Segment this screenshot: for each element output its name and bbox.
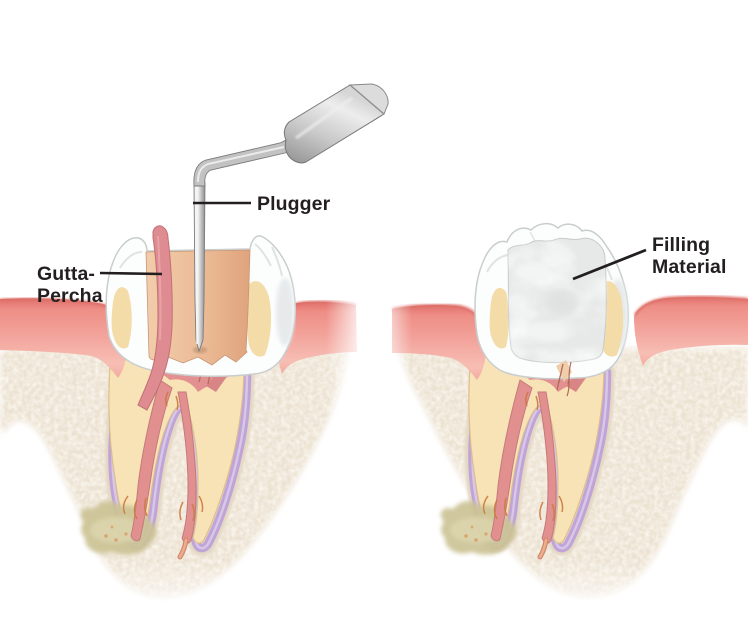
gutta-percha-strand [137, 225, 173, 411]
crown-shading [119, 243, 294, 346]
bottom-fade [0, 560, 748, 640]
plugger-shaft [193, 182, 206, 353]
gutta-percha-leader-line [99, 271, 163, 276]
dentin-shoulders [111, 281, 272, 357]
filling-material-leader-line [572, 248, 647, 281]
pulp-chamber-detail [556, 360, 572, 397]
right-tooth-panel [391, 222, 748, 597]
filling-material-label-line1: Filling [652, 234, 710, 256]
gutta-percha-label-line1: Gutta- [37, 263, 95, 285]
plugger-instrument [193, 83, 389, 354]
plugger-label: Plugger [257, 193, 331, 215]
plugger-tip-shadow [193, 346, 207, 354]
jaw-bone-speckle-dark [0, 349, 348, 598]
plugger-handle [283, 84, 385, 164]
filling-material-shape [507, 237, 607, 364]
left-tooth-panel [0, 83, 389, 598]
gutta-percha-label-line2: Percha [37, 285, 103, 307]
filling-material-label-line2: Material [652, 256, 727, 278]
annotations: Plugger Gutta- Percha Filling Material [37, 193, 727, 307]
gum-tissue [391, 295, 748, 380]
